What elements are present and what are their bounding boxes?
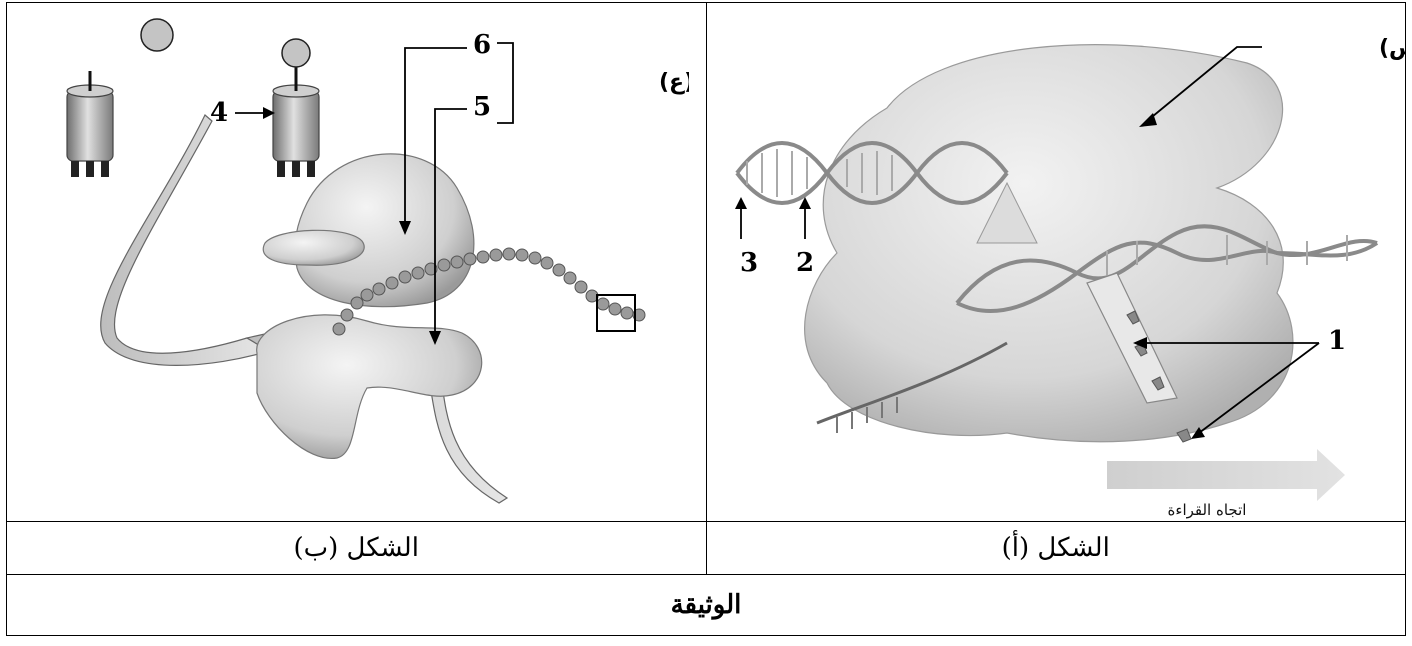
document-table: 6 5 4 العنصر(ع) [6, 2, 1406, 636]
trna-right [273, 39, 319, 177]
caption-figure-b: الشكل (ب) [7, 522, 707, 575]
rna-polymerase [804, 45, 1292, 442]
figure-a-cell: اتجاه القراءة العنصر (س) 1 2 3 [706, 3, 1406, 522]
reading-direction-arrow [1107, 449, 1345, 501]
reading-direction-label: اتجاه القراءة [1167, 501, 1246, 519]
label-1: 1 [1327, 326, 1345, 356]
trna-left [67, 71, 113, 177]
label-2: 2 [795, 248, 813, 278]
label-6: 6 [473, 30, 491, 60]
element-aain-label: العنصر(ع) [659, 70, 689, 95]
figure-b-diagram: 6 5 4 العنصر(ع) [7, 3, 689, 521]
caption-figure-a: الشكل (أ) [706, 522, 1406, 575]
amino-acid-attached [282, 39, 310, 67]
element-seen-label: العنصر (س) [1379, 36, 1406, 61]
label-3: 3 [739, 248, 757, 278]
figure-b-cell: 6 5 4 العنصر(ع) [7, 3, 707, 522]
label-5: 5 [473, 92, 491, 122]
label-4: 4 [210, 98, 228, 128]
document-title: الوثيقة [7, 575, 1406, 636]
figure-a-diagram: اتجاه القراءة العنصر (س) 1 2 3 [707, 3, 1406, 521]
amino-acid-free [141, 19, 173, 51]
